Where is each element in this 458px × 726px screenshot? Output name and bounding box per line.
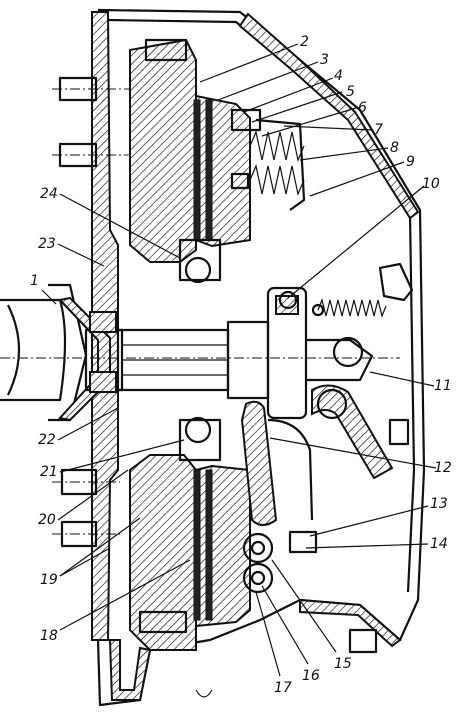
driven-discs [178, 94, 251, 628]
label-9: 9 [406, 154, 415, 170]
label-23: 23 [38, 236, 56, 252]
label-12: 12 [434, 460, 452, 476]
release-fork [311, 384, 410, 480]
label-22: 22 [38, 432, 56, 448]
label-20: 20 [38, 512, 56, 528]
label-6: 6 [358, 100, 367, 116]
label-3: 3 [320, 52, 329, 68]
label-10: 10 [422, 176, 440, 192]
label-7: 7 [374, 122, 383, 138]
label-8: 8 [390, 140, 399, 156]
label-13: 13 [430, 496, 448, 512]
release-bearing [266, 286, 374, 420]
input-shaft [0, 283, 400, 422]
leader-lines [41, 43, 437, 677]
label-11: 11 [434, 378, 452, 394]
release-levers [240, 400, 318, 594]
label-18: 18 [40, 628, 58, 644]
label-4: 4 [334, 68, 343, 84]
label-15: 15 [334, 656, 352, 672]
return-spring [311, 262, 414, 318]
label-19: 19 [40, 572, 58, 588]
flywheel [129, 38, 197, 651]
label-5: 5 [346, 84, 355, 100]
clutch-housing [96, 8, 426, 707]
label-16: 16 [302, 668, 320, 684]
drain-plug [195, 628, 378, 698]
label-21: 21 [40, 464, 58, 480]
label-2: 2 [300, 34, 309, 50]
pressure-springs [230, 108, 306, 211]
part-labels: 1 2 3 4 5 6 7 8 9 10 11 12 13 14 15 16 1… [30, 34, 452, 696]
label-14: 14 [430, 536, 448, 552]
label-17: 17 [274, 680, 292, 696]
label-1: 1 [30, 273, 39, 289]
label-24: 24 [40, 186, 58, 202]
